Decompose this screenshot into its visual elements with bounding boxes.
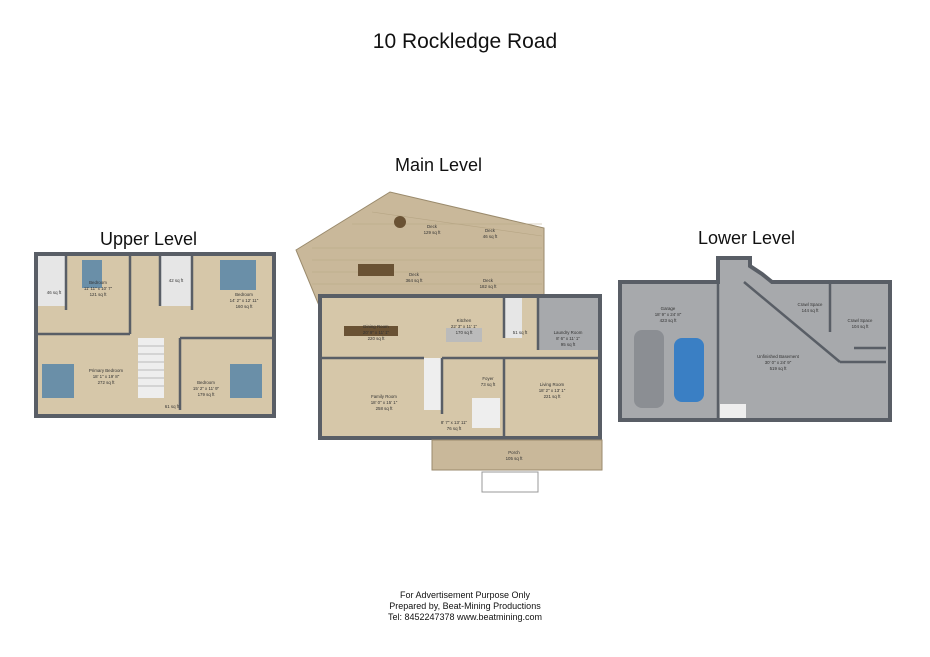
bedroom-bed-1 — [82, 260, 102, 288]
primary-bed — [42, 364, 74, 398]
svg-text:105 sq ft: 105 sq ft — [506, 456, 524, 461]
svg-text:170 sq ft: 170 sq ft — [456, 330, 474, 335]
svg-text:121 sq ft: 121 sq ft — [90, 292, 108, 297]
svg-text:364 sq ft: 364 sq ft — [406, 278, 424, 283]
upper-room-label-6: 42 sq ft — [169, 278, 184, 283]
svg-text:15' 2" x 11' 9": 15' 2" x 11' 9" — [193, 386, 220, 391]
garage-car-blue — [674, 338, 704, 402]
svg-text:272 sq ft: 272 sq ft — [98, 380, 116, 385]
svg-text:18' 2" x 13' 1": 18' 2" x 13' 1" — [539, 388, 566, 393]
lower-room-label-4: Unfinished Basement — [757, 354, 800, 359]
svg-text:18' 0" x 15' 1": 18' 0" x 15' 1" — [371, 400, 398, 405]
upper-room-label-2: Bedroom — [235, 292, 253, 297]
upper-room-label-7: 61 sq ft — [165, 404, 180, 409]
bedroom-bed-3 — [230, 364, 262, 398]
svg-text:220 sq ft: 220 sq ft — [368, 336, 386, 341]
main-half-bath — [504, 298, 522, 338]
lower-room-label-2: Crawl Space — [798, 302, 823, 307]
svg-text:423 sq ft: 423 sq ft — [660, 318, 678, 323]
svg-text:144 sq ft: 144 sq ft — [802, 308, 820, 313]
lower-level-floor-plan: Garage 18' 9" x 24' 8" 423 sq ft Crawl S… — [618, 256, 892, 422]
lower-room-label-1: Garage — [661, 306, 676, 311]
main-room-label-4: Deck — [483, 278, 494, 283]
upper-room-label-1: Bedroom — [89, 280, 107, 285]
svg-text:95 sq ft: 95 sq ft — [561, 342, 576, 347]
footer: For Advertisement Purpose Only Prepared … — [0, 590, 930, 623]
deck-table — [358, 264, 394, 276]
main-room-label-13: Porch — [508, 450, 520, 455]
main-room-label-11: Living Room — [540, 382, 565, 387]
deck-round-table — [394, 216, 406, 228]
main-level-label: Main Level — [395, 155, 483, 175]
upper-level-floor-plan: Bedroom 11' 11" x 10' 7" 121 sq ft Bedro… — [34, 252, 276, 418]
upper-room-label-5: 46 sq ft — [47, 290, 62, 295]
upper-level-label: Upper Level — [100, 229, 198, 249]
svg-text:18' 9" x 24' 8": 18' 9" x 24' 8" — [655, 312, 682, 317]
svg-text:182 sq ft: 182 sq ft — [480, 284, 498, 289]
svg-text:76 sq ft: 76 sq ft — [447, 426, 462, 431]
main-room-label-5: Dining Room — [363, 324, 389, 329]
dining-table — [344, 326, 398, 336]
upper-room-label-4: Bedroom — [197, 380, 215, 385]
porch — [431, 439, 603, 471]
svg-text:104 sq ft: 104 sq ft — [852, 324, 870, 329]
svg-text:258 sq ft: 258 sq ft — [376, 406, 394, 411]
svg-text:519 sq ft: 519 sq ft — [770, 366, 788, 371]
main-stairs-up — [424, 358, 442, 410]
upper-bath-1 — [38, 256, 66, 306]
lower-room-label-3: Crawl Space — [848, 318, 873, 323]
main-deck — [295, 191, 545, 309]
svg-text:14' 2" x 12' 11": 14' 2" x 12' 11" — [230, 298, 259, 303]
upper-stairs — [138, 338, 164, 398]
svg-text:179 sq ft: 179 sq ft — [198, 392, 216, 397]
footer-contact: Tel: 8452247378 www.beatmining.com — [387, 612, 543, 622]
main-room-label-8: Laundry Room — [554, 330, 583, 335]
main-stairs-down — [472, 398, 500, 428]
upper-room-label-3: Primary Bedroom — [89, 368, 124, 373]
plan-title: 10 Rockledge Road — [372, 30, 558, 53]
bedroom-bed-2 — [220, 260, 256, 290]
svg-text:160 sq ft: 160 sq ft — [236, 304, 254, 309]
svg-text:22' 3" x 11' 1": 22' 3" x 11' 1" — [451, 324, 478, 329]
main-room-label-2: Deck — [485, 228, 496, 233]
svg-text:221 sq ft: 221 sq ft — [544, 394, 562, 399]
lower-level-label: Lower Level — [698, 228, 796, 248]
upper-bath-2 — [160, 256, 192, 306]
footer-disclaimer: For Advertisement Purpose Only — [399, 590, 531, 600]
laundry-room-floor — [538, 298, 598, 350]
main-room-label-9: Family Room — [371, 394, 397, 399]
main-room-label-7: 51 sq ft — [513, 330, 528, 335]
main-room-label-12: 8' 7" x 13' 11" — [441, 420, 468, 425]
main-room-label-1: Deck — [427, 224, 438, 229]
main-level-floor-plan: Deck 129 sq ft Deck 46 sq ft Deck 364 sq… — [295, 191, 603, 493]
svg-text:73 sq ft: 73 sq ft — [481, 382, 496, 387]
svg-text:46 sq ft: 46 sq ft — [483, 234, 498, 239]
kitchen-island — [446, 328, 482, 342]
main-room-label-6: Kitchen — [457, 318, 472, 323]
main-room-label-10: Foyer — [482, 376, 494, 381]
svg-text:30' 0" x 24' 9": 30' 0" x 24' 9" — [765, 360, 792, 365]
garage-car-silver — [634, 330, 664, 408]
lower-stairs — [720, 404, 746, 418]
svg-text:11' 11" x 10' 7": 11' 11" x 10' 7" — [84, 286, 113, 291]
svg-text:8' 6" x 11' 1": 8' 6" x 11' 1" — [556, 336, 580, 341]
svg-text:18' 1" x 19' 8": 18' 1" x 19' 8" — [93, 374, 120, 379]
svg-text:20' 9" x 11' 1": 20' 9" x 11' 1" — [363, 330, 390, 335]
main-room-label-3: Deck — [409, 272, 420, 277]
footer-preparer: Prepared by, Beat-Mining Productions — [389, 601, 541, 611]
porch-steps — [481, 471, 539, 493]
svg-text:129 sq ft: 129 sq ft — [424, 230, 442, 235]
